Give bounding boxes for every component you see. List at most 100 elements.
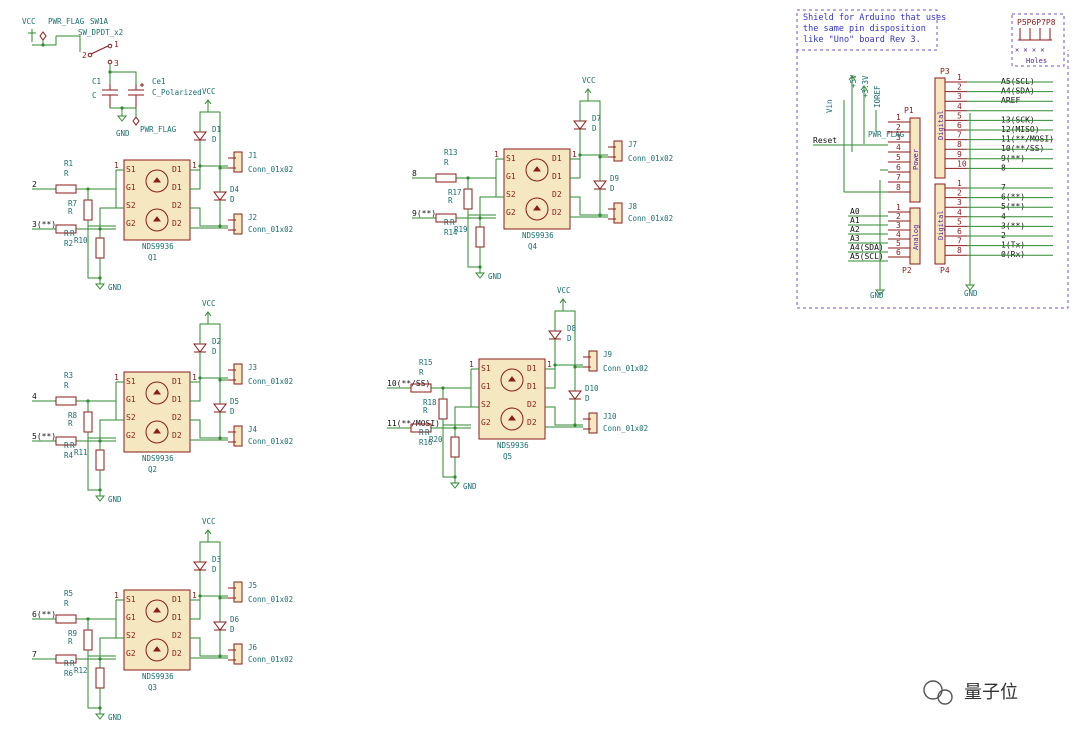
mosfet-ref: Q5: [503, 452, 512, 461]
c1-val: C: [92, 91, 97, 100]
p4pins-num-1: 1: [957, 179, 962, 188]
p1pins-num-8: 8: [896, 183, 901, 192]
mosfet-d2a: D2: [552, 190, 562, 199]
connector-a-val: Conn_01x02: [628, 154, 673, 163]
gnd-shield-1: GND: [870, 291, 884, 300]
mosfet-g2: G2: [126, 431, 136, 440]
diode-a-ref: D8: [567, 324, 577, 333]
connector-b-val: Conn_01x02: [248, 655, 293, 664]
power-input: VCC PWR_FLAG SW1A SW_DPDT_x2 2 1 3 C1 C …: [22, 17, 202, 138]
mosfet-d1a: D1: [527, 364, 537, 373]
p4pins-num-7: 7: [957, 237, 962, 246]
mosfet-s2: S2: [126, 413, 136, 422]
shield-note-line-3: like "Uno" board Rev 3.: [803, 35, 921, 45]
holes-label: Holes: [1026, 57, 1047, 65]
mosfet-s1: S1: [126, 377, 136, 386]
p1-name: Power: [912, 149, 920, 170]
input-b-net: 7: [32, 650, 37, 659]
diode-a-val: D: [212, 347, 217, 356]
mosfet-g1: G1: [126, 613, 136, 622]
sw-pin-3: 3: [114, 59, 119, 68]
p3-ref: P3: [940, 67, 950, 76]
resistor-a-ref: R5: [64, 589, 73, 598]
mosfet-pin-1: 1: [114, 161, 119, 170]
mosfet-s2: S2: [481, 400, 491, 409]
mosfet-d2b: D2: [527, 418, 537, 427]
mosfet-g2: G2: [126, 649, 136, 658]
p2-ref: P2: [902, 266, 912, 275]
connector-a-ref: J9: [603, 350, 612, 359]
mosfet-ref: Q1: [148, 253, 157, 262]
pulldown-b-ref: R10: [74, 236, 88, 245]
mosfet-pin-1: 1: [114, 373, 119, 382]
vcc-label: VCC: [202, 517, 216, 526]
p3pins-num-1: 1: [957, 73, 962, 82]
diode-b-val: D: [230, 195, 235, 204]
mosfet-d2b: D2: [552, 208, 562, 217]
pulldown-b-val: R: [70, 659, 75, 668]
connector-b-ref: J2: [248, 213, 257, 222]
gnd-label: GND: [108, 283, 122, 292]
mosfet-s1: S1: [481, 364, 491, 373]
vin-label: Vin: [825, 99, 834, 113]
p2pins-num-1: 1: [896, 203, 901, 212]
mosfet-d1a: D1: [552, 154, 562, 163]
pulldown-b-val: R: [450, 218, 455, 227]
mosfet-g1: G1: [481, 382, 491, 391]
resistor-b-ref: R16: [419, 438, 433, 447]
connector-b-val: Conn_01x02: [628, 214, 673, 223]
p3pins-num-8: 8: [957, 140, 962, 149]
mosfet-d1a: D1: [172, 165, 182, 174]
watermark: 量子位: [923, 680, 1018, 705]
mosfet-d2b: D2: [172, 219, 182, 228]
diode-a-val: D: [212, 135, 217, 144]
mosfet-s2: S2: [506, 190, 516, 199]
arduino-shield: Shield for Arduino that uses the same pi…: [796, 9, 1069, 309]
input-b-net: 9(**): [412, 209, 436, 218]
mosfet-pin-8: 1: [547, 360, 552, 369]
connector-a-ref: J7: [628, 140, 637, 149]
mosfet-d1a: D1: [172, 377, 182, 386]
diode-b-ref: D5: [230, 397, 239, 406]
vcc-label: VCC: [202, 299, 216, 308]
gnd-label: GND: [463, 482, 477, 491]
pulldown-b-ref: R19: [454, 225, 468, 234]
p2pins-net-5: A4(SDA): [850, 243, 884, 252]
p2pins-num-6: 6: [896, 248, 901, 257]
p1-ref: P1: [904, 106, 914, 115]
connector-b-val: Conn_01x02: [603, 424, 648, 433]
connector-a-ref: J1: [248, 151, 257, 160]
sw-pin-1: 1: [114, 40, 119, 49]
diode-a-ref: D7: [592, 114, 601, 123]
input-a-net: 4: [32, 392, 37, 401]
shield-note-line-1: Shield for Arduino that uses: [803, 13, 946, 23]
pulldown-a-ref: R9: [68, 629, 77, 638]
gnd-label: GND: [488, 272, 502, 281]
sw-pin-2: 2: [82, 51, 87, 60]
connector-a-val: Conn_01x02: [248, 595, 293, 604]
ce1-val: C_Polarized: [152, 88, 202, 97]
holes-pins: ✕ ✕ ✕ ✕: [1015, 46, 1045, 54]
resistor-a-ref: R1: [64, 159, 73, 168]
holes-refs: P5P6P7P8: [1017, 18, 1056, 27]
p1pins-num-1: 1: [896, 113, 901, 122]
diode-b-val: D: [230, 625, 235, 634]
resistor-a-val: R: [444, 158, 449, 167]
diode-a-ref: D1: [212, 125, 221, 134]
pulldown-a-val: R: [68, 207, 73, 216]
mosfet-pin-1: 1: [469, 360, 474, 369]
diode-b-ref: D10: [585, 384, 599, 393]
resistor-b-ref: R14: [444, 228, 458, 237]
vcc-label: VCC: [557, 286, 571, 295]
input-b-net: 3(**): [32, 220, 56, 229]
p2pins-net-3: A2: [850, 225, 860, 234]
mosfet-d2a: D2: [172, 631, 182, 640]
pulldown-a-val: R: [423, 406, 428, 415]
p2pins-net-1: A0: [850, 207, 860, 216]
sw1a-ref: SW1A: [90, 17, 109, 26]
connector-b-val: Conn_01x02: [248, 437, 293, 446]
p3pins-num-2: 2: [957, 83, 962, 92]
mosfet-d1b: D1: [552, 172, 562, 181]
